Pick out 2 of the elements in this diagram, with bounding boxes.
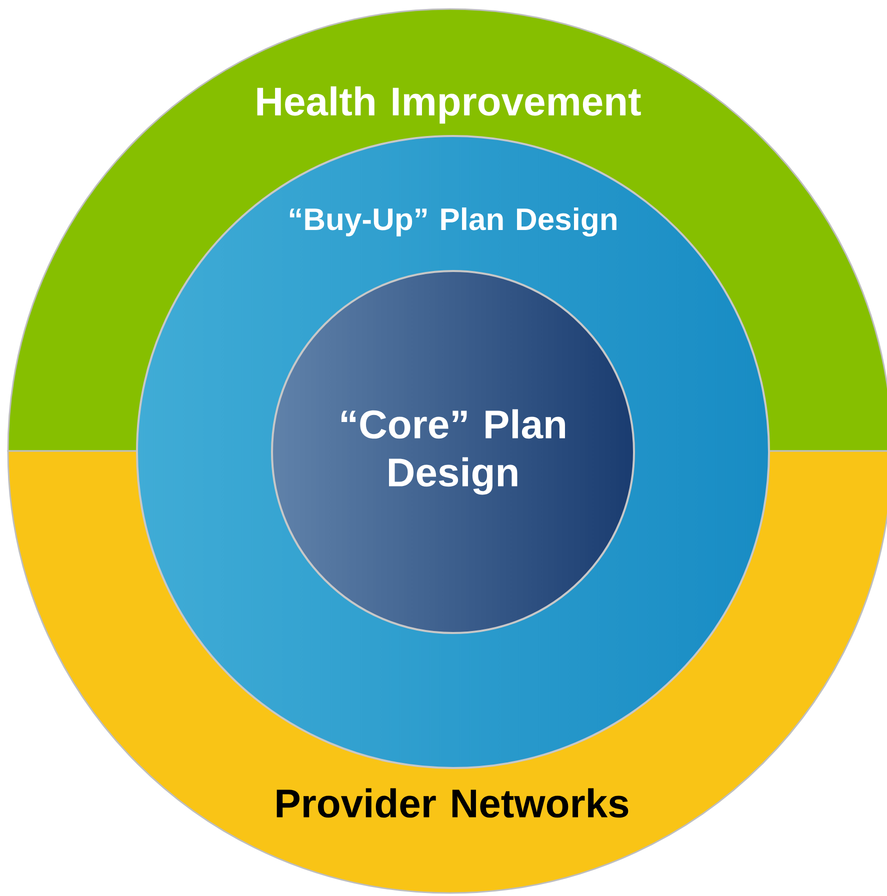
band-label: Provider Networks bbox=[276, 788, 628, 818]
band-label: Health Improvement bbox=[257, 86, 641, 124]
